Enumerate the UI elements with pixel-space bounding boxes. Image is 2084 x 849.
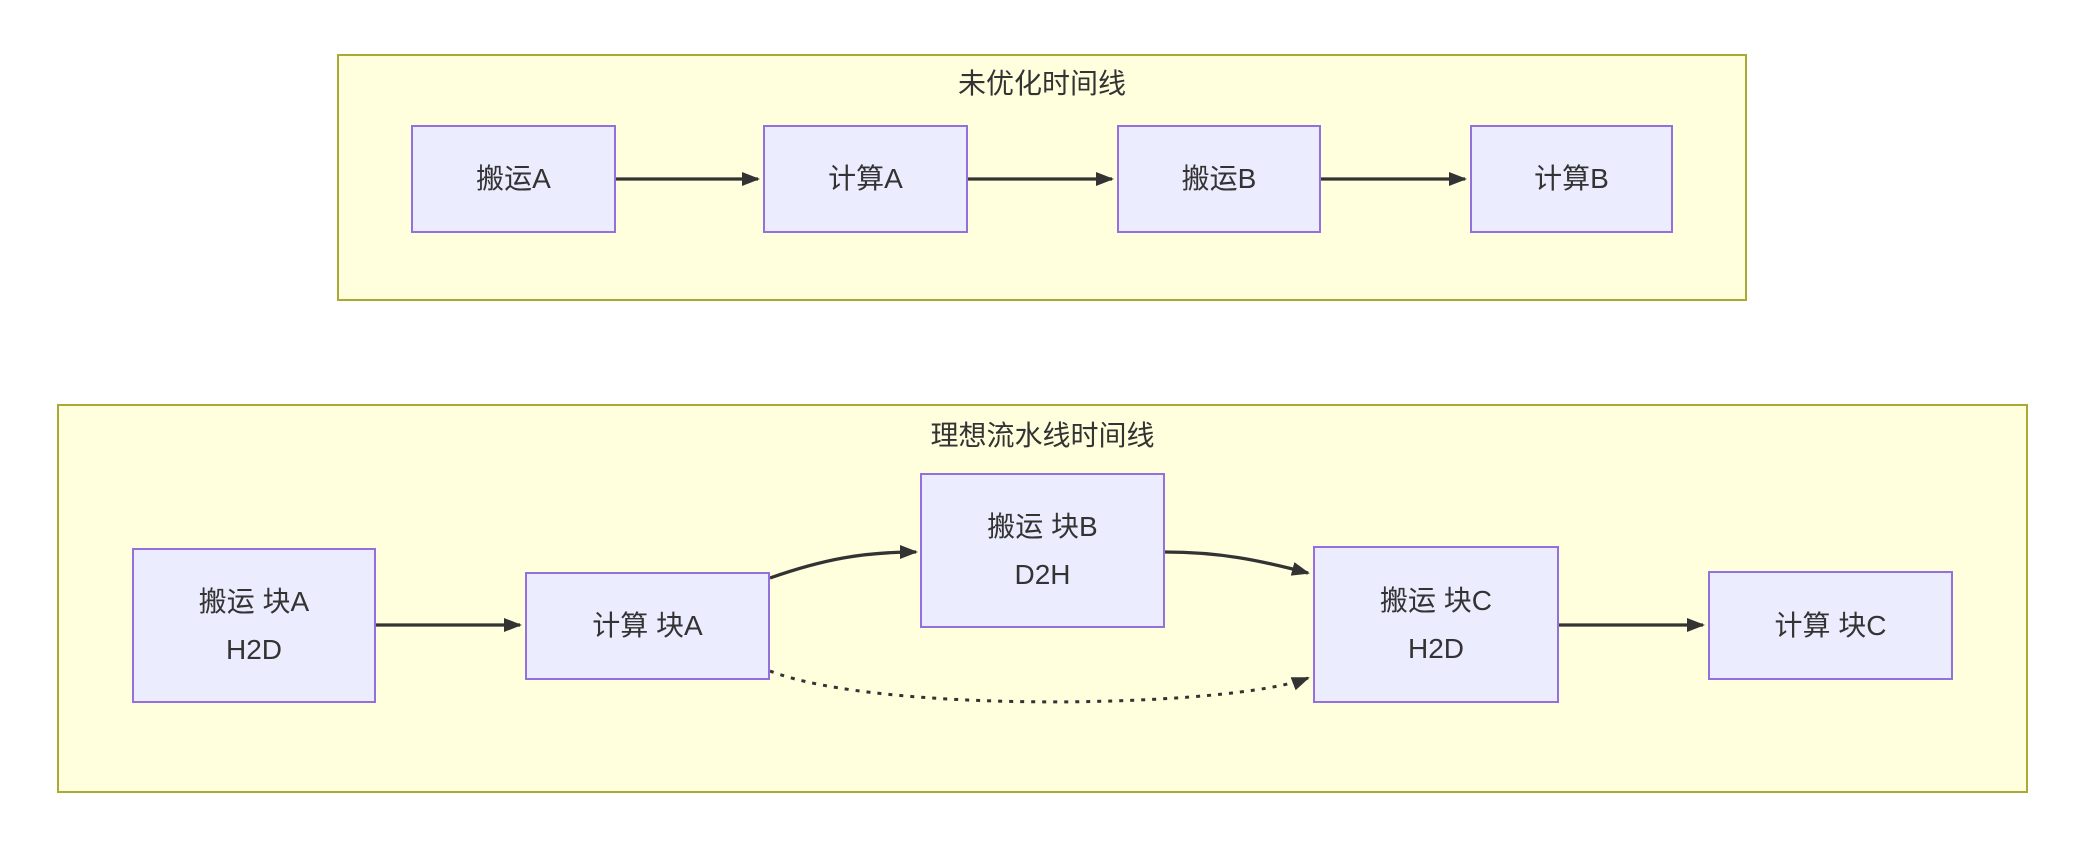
- node-move-block-b: 搬运 块B D2H: [920, 473, 1165, 628]
- node-move-block-a-label: 搬运 块A: [198, 585, 310, 617]
- node-move-block-a-sublabel: H2D: [225, 633, 282, 665]
- subgraph-unoptimized-title: 未优化时间线: [957, 68, 1126, 99]
- node-move-block-b-label: 搬运 块B: [987, 510, 1098, 542]
- node-compute-b-label: 计算B: [1534, 163, 1609, 195]
- node-move-block-c: 搬运 块C H2D: [1313, 546, 1559, 703]
- node-compute-block-a-label: 计算 块A: [592, 610, 703, 642]
- node-move-a: 搬运A: [411, 125, 616, 233]
- node-move-block-a: 搬运 块A H2D: [132, 548, 376, 703]
- node-move-b-label: 搬运B: [1181, 163, 1257, 195]
- node-compute-a: 计算A: [763, 125, 968, 233]
- node-move-b: 搬运B: [1117, 125, 1321, 233]
- node-compute-block-c-label: 计算 块C: [1774, 609, 1887, 641]
- node-compute-b: 计算B: [1470, 125, 1673, 233]
- node-compute-a-label: 计算A: [828, 163, 903, 195]
- node-move-block-c-sublabel: H2D: [1407, 632, 1464, 664]
- node-move-block-b-sublabel: D2H: [1014, 558, 1071, 590]
- node-compute-block-a: 计算 块A: [525, 572, 770, 680]
- node-move-a-label: 搬运A: [476, 163, 551, 195]
- node-move-block-c-label: 搬运 块C: [1379, 584, 1492, 616]
- subgraph-pipeline-title: 理想流水线时间线: [930, 420, 1155, 451]
- node-compute-block-c: 计算 块C: [1708, 571, 1953, 680]
